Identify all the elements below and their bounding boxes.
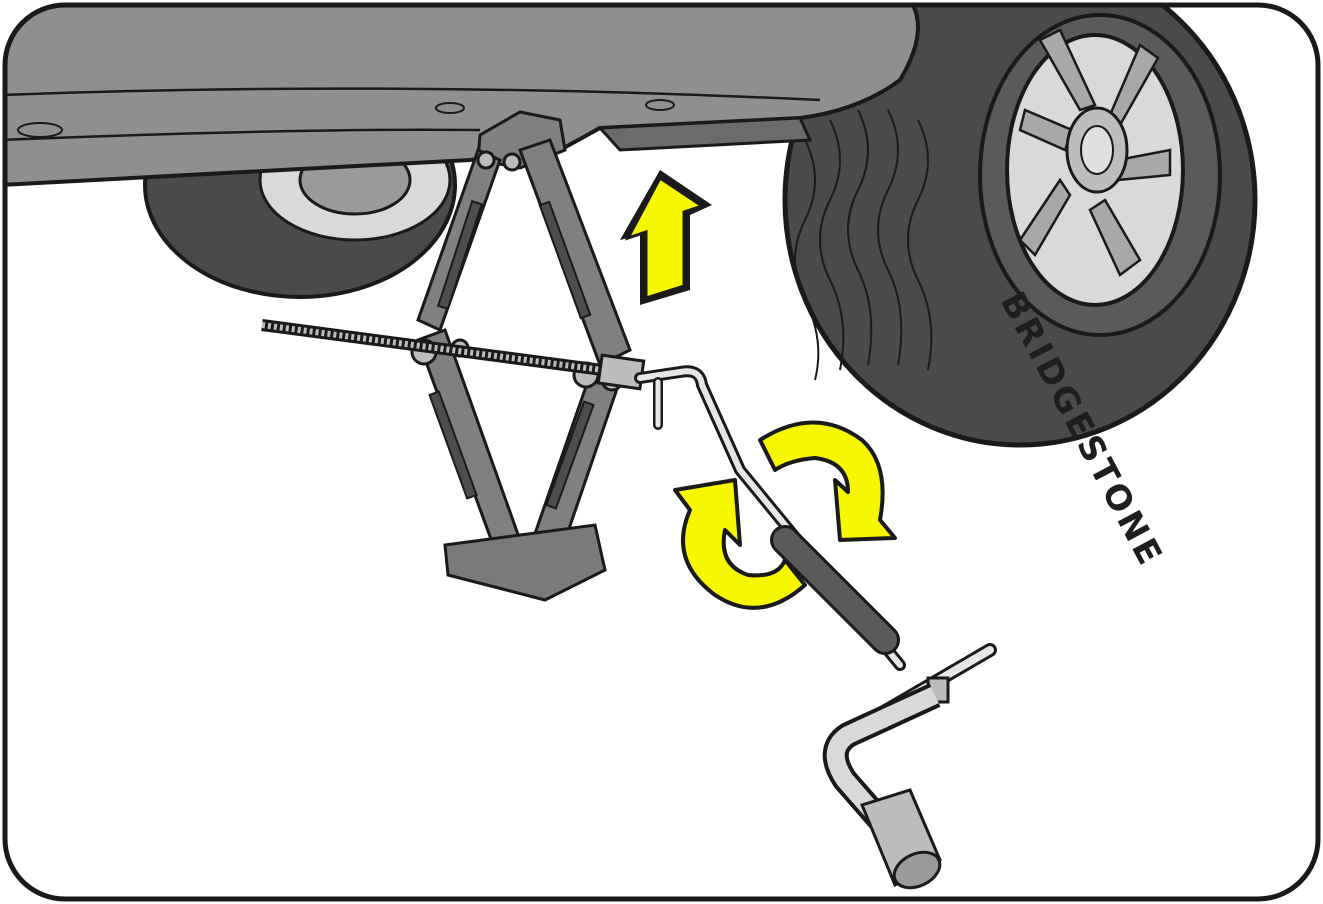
rim-spokes (1018, 28, 1172, 277)
scissor-jack (410, 110, 632, 602)
jack-handle-wrench (634, 365, 997, 890)
tire-tread (794, 109, 933, 381)
rotate-clockwise-icon (673, 420, 897, 610)
car-body (5, 5, 976, 188)
up-arrow-icon (620, 170, 712, 305)
